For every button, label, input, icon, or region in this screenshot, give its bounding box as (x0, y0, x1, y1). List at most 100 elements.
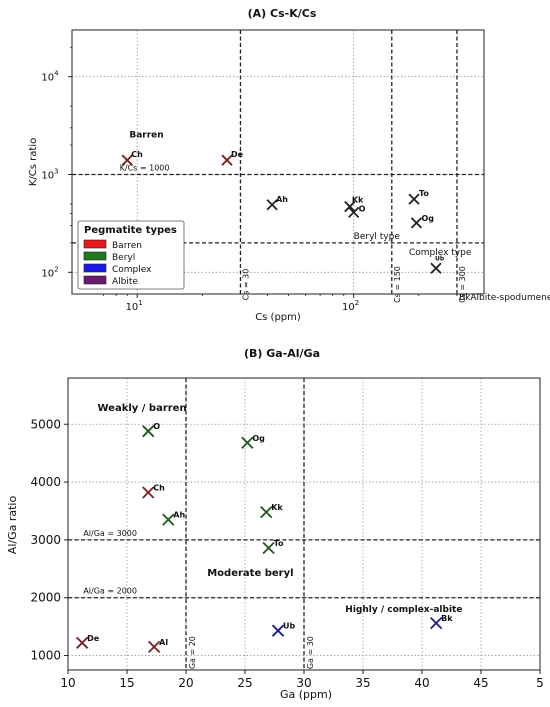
chart-a-point-label: Ah (276, 195, 288, 204)
chart-a-point-o-stroke-2 (348, 206, 360, 218)
chart-a-x-tick-label: 101 (126, 299, 143, 313)
chart-b-point-label: Kk (271, 503, 283, 512)
chart-b-point-ub-stroke-2 (271, 624, 285, 637)
chart-b-point-to (262, 541, 275, 555)
chart-b-point-label: To (274, 539, 284, 548)
chart-a-point-ch (121, 154, 133, 166)
chart-a-point-o (348, 206, 360, 218)
chart-a-point-label: To (419, 189, 429, 198)
legend-label: Beryl (112, 253, 135, 263)
chart-b-point-ch-stroke-2 (142, 486, 155, 499)
chart-b-point-ah-stroke-2 (162, 513, 175, 526)
chart-b-x-tick-label: 10 (60, 676, 75, 690)
legend-label: Barren (112, 241, 142, 251)
chart-a-frame (71, 29, 485, 295)
chart-a-region-label: BkAlbite-spodumene (459, 293, 550, 303)
chart-b-point-to-stroke-2 (262, 541, 275, 555)
chart-a-point-de (221, 154, 233, 166)
legend-swatch-barren (83, 239, 107, 249)
chart-a-region-label: Barren (129, 130, 163, 140)
chart-b-point-label: O (153, 422, 160, 431)
chart-b-point-bk-stroke-2 (430, 617, 443, 630)
chart-b-point-de-stroke-2 (76, 636, 89, 649)
chart-a-y-tick-label: 103 (41, 167, 58, 181)
chart-a-point-og-stroke-2 (410, 217, 423, 229)
chart-b-point-label: Ah (173, 511, 185, 520)
tick-base: 10 (342, 302, 355, 313)
chart-b-ref-label: Al/Ga = 3000 (83, 529, 137, 538)
chart-b-point-al-stroke-2 (148, 640, 161, 654)
chart-a-x-tick-label: 102 (342, 299, 359, 313)
chart-b-x-tick-label: 45 (473, 676, 488, 690)
chart-b-title: (B) Ga-Al/Ga (244, 347, 320, 360)
chart-a-y-ticks: 102 103 104 (41, 46, 72, 279)
legend-swatch-albite (83, 275, 107, 285)
chart-a-y-tick-label: 104 (41, 70, 59, 84)
chart-b-x-axis-label: Ga (ppm) (280, 688, 332, 701)
chart-b-region-label: Moderate beryl (207, 568, 293, 579)
legend-label: Complex (112, 265, 152, 275)
chart-b-y-tick-label: 4000 (30, 475, 61, 489)
chart-a-point-label: Kk (352, 196, 364, 205)
chart-b-point-label: Ub (283, 622, 295, 631)
chart-a-point-de-stroke-2 (221, 154, 233, 166)
chart-a-ref-label: Cs = 300 (458, 266, 467, 303)
chart-b-point-bk (430, 617, 443, 630)
chart-a-point-label: Ub (435, 255, 445, 262)
chart-b-point-kk (260, 506, 273, 519)
tick-exponent: 1 (138, 299, 142, 307)
chart-a-point-label: O (359, 204, 366, 213)
chart-b-point-de (76, 636, 89, 649)
chart-a-ref-label: Cs = 30 (241, 269, 250, 301)
chart-b-point-label: Og (252, 434, 265, 443)
chart-b-ref-label: Al/Ga = 2000 (83, 587, 137, 596)
chart-b-point-label: Bk (441, 614, 453, 623)
chart-a-point-label: Og (421, 214, 434, 223)
chart-b-y-tick-label: 1000 (30, 649, 61, 663)
chart-a-point-to (408, 193, 420, 205)
chart-b-x-tick-label: 40 (414, 676, 429, 690)
chart-b-x-tick-label: 5 (536, 676, 544, 690)
chart-a-title: (A) Cs-K/Cs (248, 7, 317, 20)
chart-b-region-label: Weakly / barren (98, 403, 187, 414)
chart-a-point-ub (430, 262, 442, 274)
chart-b-ref-label: Ga = 20 (188, 636, 197, 669)
chart-b-point-kk-stroke-2 (260, 506, 273, 519)
chart-a-point-ah (266, 199, 278, 211)
chart-b-region-label: Highly / complex-albite (345, 605, 462, 615)
chart-b-x-tick-label: 25 (237, 676, 252, 690)
chart-b-y-tick-label: 2000 (30, 591, 61, 605)
chart-a-point-kk-stroke-2 (344, 200, 356, 213)
chart-b-point-ch (142, 486, 155, 499)
chart-b-x-tick-label: 35 (355, 676, 370, 690)
chart-b-x-tick-label: 30 (296, 676, 311, 690)
legend-title: Pegmatite types (84, 225, 177, 236)
chart-a-grid (72, 30, 484, 294)
chart-a-point-kk (344, 200, 356, 213)
chart-b-point-al (148, 640, 161, 654)
chart-a-point-ah-stroke-2 (266, 199, 278, 211)
legend-label: Albite (112, 277, 138, 287)
chart-a-y-axis-label: K/Cs ratio (28, 138, 39, 186)
chart-a-region-label: Beryl type (354, 232, 401, 242)
chart-a-point-label: Ch (131, 150, 143, 159)
chart-b-point-og-stroke-2 (241, 436, 254, 449)
chart-b-point-o (142, 425, 155, 438)
chart-a-y-tick-label: 102 (41, 265, 58, 279)
chart-b-point-label: De (87, 634, 100, 643)
tick-exponent: 3 (54, 167, 58, 175)
chart-a-ref-label: Cs = 150 (393, 266, 402, 303)
chart-a-point-ch-stroke-2 (121, 154, 133, 166)
chart-b-point-label: Ch (153, 483, 165, 492)
legend-swatch-complex (83, 263, 107, 273)
chart-a-point-og (410, 217, 423, 229)
chart-b-y-tick-label: 5000 (30, 417, 61, 431)
